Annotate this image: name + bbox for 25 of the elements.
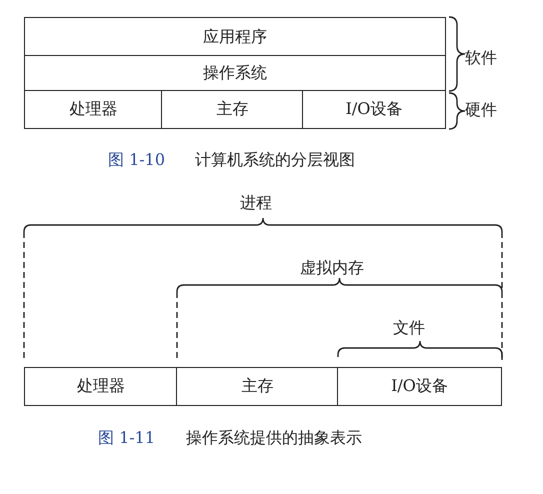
- layer-box: [24, 55, 446, 92]
- layer-box: [24, 17, 446, 57]
- box-label: 操作系统: [203, 63, 267, 84]
- bracket-label: 虚拟内存: [300, 258, 364, 278]
- box-label: 处理器: [77, 376, 125, 397]
- bracket-label: 硬件: [465, 100, 497, 120]
- layer-box: [24, 90, 163, 129]
- figure-number: 图 1-11: [98, 428, 156, 448]
- bracket-label: 文件: [393, 318, 425, 338]
- bracket-label: 进程: [240, 193, 272, 212]
- box-label: I/O设备: [391, 376, 448, 397]
- layer-box: [302, 90, 446, 129]
- box-label: 应用程序: [203, 26, 267, 48]
- box-label: 处理器: [70, 99, 118, 120]
- figure-caption: 计算机系统的分层视图: [195, 150, 355, 170]
- layer-box: [176, 367, 339, 406]
- figure-number: 图 1-10: [108, 150, 166, 170]
- bracket-label: 软件: [465, 48, 497, 68]
- layer-box: [337, 367, 502, 406]
- layer-box: [24, 367, 178, 406]
- layer-box: [161, 90, 304, 129]
- box-label: 主存: [216, 99, 248, 120]
- figure-caption: 操作系统提供的抽象表示: [186, 428, 362, 448]
- box-label: I/O设备: [346, 99, 402, 120]
- box-label: 主存: [242, 376, 274, 397]
